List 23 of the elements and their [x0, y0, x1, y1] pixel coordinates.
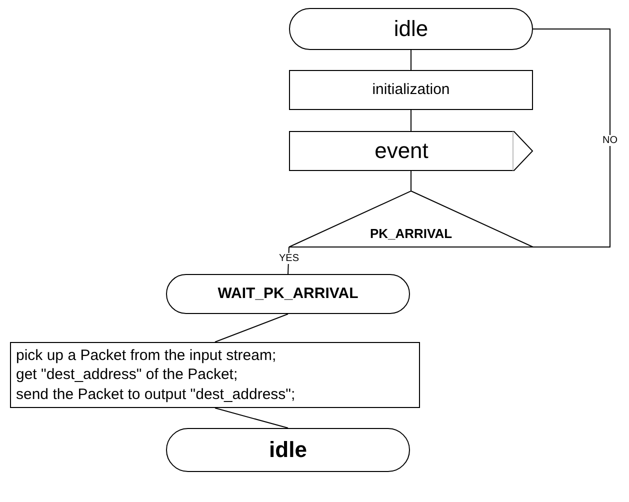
edge-label: NO — [602, 134, 618, 146]
connector-line — [288, 246, 290, 274]
edge-label: YES — [278, 252, 300, 264]
state-label: idle — [269, 438, 307, 462]
connector-line — [410, 110, 412, 132]
connector-line — [214, 408, 288, 428]
process-box — [10, 342, 420, 408]
connector-line — [532, 28, 610, 248]
state-label: event — [374, 138, 428, 164]
connector-line — [410, 170, 412, 192]
action-text: send the Packet to output "dest_address"; — [16, 384, 296, 404]
process-box — [289, 70, 533, 110]
state-label: idle — [394, 16, 428, 42]
connector-line — [214, 314, 288, 342]
state-terminal — [166, 274, 410, 314]
state-label: initialization — [372, 82, 450, 98]
condition-text: PK_ARRIVAL — [370, 226, 452, 241]
state-terminal — [289, 8, 533, 50]
state-terminal — [166, 428, 410, 472]
action-text: pick up a Packet from the input stream; — [16, 346, 276, 366]
connector-line — [410, 50, 412, 70]
action-text: get "dest_address" of the Packet; — [16, 365, 238, 385]
state-label: WAIT_PK_ARRIVAL — [218, 286, 358, 302]
